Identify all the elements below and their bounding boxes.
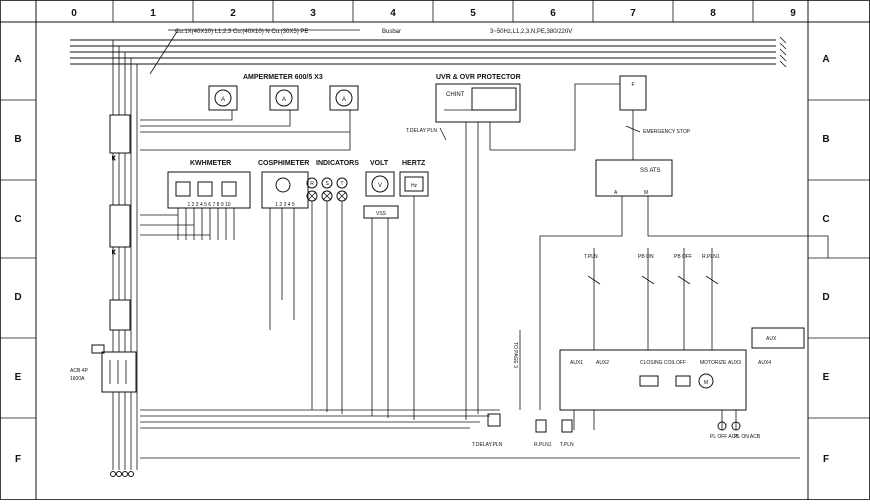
ats-m-label: M — [644, 190, 648, 196]
ct-k-label-upper: K — [112, 156, 116, 162]
motor-symbol: M — [704, 380, 708, 386]
row-label-f-right: F — [823, 454, 829, 465]
f-fuse-label: F — [631, 82, 634, 88]
ss-ats-label: SS ATS — [640, 168, 661, 174]
pb-rpln1: R.PLN1 — [702, 254, 720, 260]
col-label-9: 9 — [790, 8, 796, 19]
row-label-e-left: E — [15, 372, 22, 383]
row-label-b-left: B — [14, 134, 21, 145]
pb-off: PB OFF — [674, 254, 692, 260]
control-block-lower: AUX AUX1 AUX2 CLOSING COIL OFF MOTORIZE … — [559, 327, 805, 430]
indicator-s: S — [325, 181, 329, 187]
uvr-title: UVR & OVR PROTECTOR — [436, 74, 521, 81]
indicator-lamps: INDICATORS R S T — [306, 160, 359, 414]
aux1-label: AUX1 — [570, 360, 583, 366]
ct-k-label-lower: K — [112, 250, 116, 256]
tdelay-pln-label: T.DELAY.PLN — [472, 442, 503, 448]
row-label-a-left: A — [14, 54, 21, 65]
aux4-label: AUX4 — [758, 360, 771, 366]
lamp-on-label: PL ON ACB — [734, 434, 761, 440]
voltmeter-symbol: V — [378, 183, 382, 189]
rpln1-label: R.PLN1 — [534, 442, 552, 448]
ats-a-label: A — [614, 190, 618, 196]
row-dividers — [0, 99, 870, 419]
col-label-4: 4 — [390, 8, 396, 19]
control-top: F EMERGENCY STOP SS ATS A M — [539, 75, 829, 410]
row-label-d-left: D — [14, 292, 21, 303]
busbar: Cu:1X(40X10) L1,2,3 Cu:(40X10) N Cu:(30X… — [70, 29, 787, 75]
pushbutton-row: T.PLN PB ON PB OFF R.PLN1 — [584, 248, 720, 350]
busbar-label: Busbar — [382, 29, 401, 35]
kwh-meter: KWHMETER 1 2 3 4 5 6 7 8 9 10 — [140, 160, 251, 240]
cosphi-title: COSPHIMETER — [258, 160, 309, 167]
ammeter-symbol-1: A — [221, 97, 225, 103]
indicators-title: INDICATORS — [316, 160, 359, 167]
row-label-a-right: A — [822, 54, 829, 65]
col-label-7: 7 — [630, 8, 636, 19]
row-label-d-right: D — [822, 292, 829, 303]
cosphi-meter: COSPHIMETER 1 2 3 4 5 — [258, 160, 309, 330]
pb-on: PB ON — [638, 254, 654, 260]
acb-label: ACB 4P — [70, 368, 88, 374]
acb-rating: 1600A — [70, 376, 85, 382]
ammeter-symbol-2: A — [282, 97, 286, 103]
to-page-note: TO PAGE 3 — [512, 342, 518, 368]
kwh-terminals: 1 2 3 4 5 6 7 8 9 10 — [187, 202, 230, 208]
row-label-e-right: E — [823, 372, 830, 383]
col-label-0: 0 — [71, 8, 77, 19]
voltmeter: VOLT V VSS — [363, 160, 399, 418]
aux-relay-label: AUX — [766, 336, 777, 342]
col-label-3: 3 — [310, 8, 316, 19]
bottom-terminals — [110, 471, 134, 477]
lamp-off-label: PL OFF ACB — [710, 434, 739, 440]
tdelay-label-top: T.DELAY PLN — [406, 128, 437, 134]
motorize-label: MOTORIZE — [700, 360, 727, 366]
ammeter-group: AMPERMETER 600/5 X3 A A A — [140, 74, 359, 151]
col-label-2: 2 — [230, 8, 236, 19]
ammeter-symbol-3: A — [342, 97, 346, 103]
aux3-label: AUX3 — [728, 360, 741, 366]
row-label-b-right: B — [822, 134, 829, 145]
aux2-label: AUX2 — [596, 360, 609, 366]
busbar-spec: Cu:1X(40X10) L1,2,3 Cu:(40X10) N Cu:(30X… — [175, 29, 308, 35]
col-label-6: 6 — [550, 8, 556, 19]
uvr-ovr-protector: UVR & OVR PROTECTOR CHINT T.DELAY PLN — [406, 74, 620, 420]
closing-coil-label: CLOSING COIL — [640, 360, 676, 366]
emergency-stop-label: EMERGENCY STOP — [643, 129, 691, 135]
page-reference: TO PAGE 3 — [512, 330, 521, 410]
row-label-f-left: F — [15, 454, 21, 465]
row-label-c-left: C — [14, 214, 21, 225]
indicator-r: R — [310, 181, 314, 187]
tpln-label: T.PLN — [560, 442, 574, 448]
uvr-chint: CHINT — [446, 92, 465, 98]
kwh-title: KWHMETER — [190, 160, 231, 167]
col-label-1: 1 — [150, 8, 156, 19]
voltmeter-switch: VSS — [376, 211, 387, 217]
output-relays: T.DELAY.PLN R.PLN1 T.PLN PL OFF ACB PL O… — [140, 409, 800, 459]
main-feeders: K K — [109, 40, 138, 470]
hertz-symbol: Hz — [411, 183, 418, 189]
row-label-c-right: C — [822, 214, 829, 225]
ammeter-title: AMPERMETER 600/5 X3 — [243, 74, 323, 81]
hertz-meter: HERTZ Hz — [399, 160, 429, 420]
column-dividers — [112, 0, 754, 22]
cosphi-terminals: 1 2 3 4 5 — [275, 202, 295, 208]
indicator-t: T — [340, 181, 343, 187]
off-label: OFF — [676, 360, 686, 366]
acb-breaker: ACB 4P 1600A — [70, 344, 137, 393]
col-label-8: 8 — [710, 8, 716, 19]
volt-title: VOLT — [370, 160, 389, 167]
supply-spec: 3~50Hz,L1,2,3,N,PE,380/220V — [490, 29, 572, 35]
hertz-title: HERTZ — [402, 160, 426, 167]
pb-tpln: T.PLN — [584, 254, 598, 260]
col-label-5: 5 — [470, 8, 476, 19]
